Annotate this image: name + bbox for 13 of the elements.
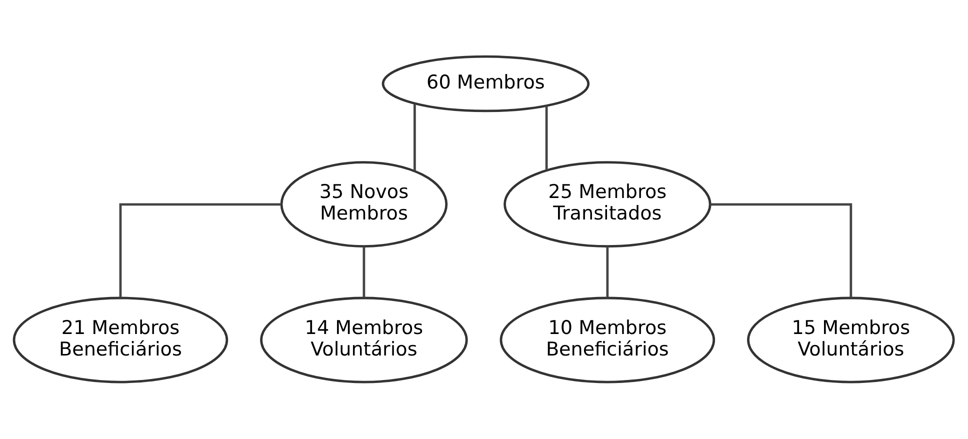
node-ellipse: 10 Membros Beneficiários: [500, 296, 716, 384]
node-ellipse: 15 Membros Voluntários: [747, 296, 955, 384]
connector: [362, 246, 366, 298]
node-ellipse: 21 Membros Beneficiários: [12, 296, 228, 384]
connector: [119, 203, 282, 298]
connector: [710, 203, 852, 298]
node-ellipse: 14 Membros Voluntários: [260, 296, 468, 384]
node-ellipse: 35 Novos Membros: [280, 161, 448, 248]
node-ellipse: 60 Membros: [382, 55, 590, 112]
node-ellipse: 25 Membros Transitados: [504, 161, 712, 248]
connector: [606, 246, 609, 298]
connector: [545, 106, 548, 170]
connector: [414, 104, 416, 171]
